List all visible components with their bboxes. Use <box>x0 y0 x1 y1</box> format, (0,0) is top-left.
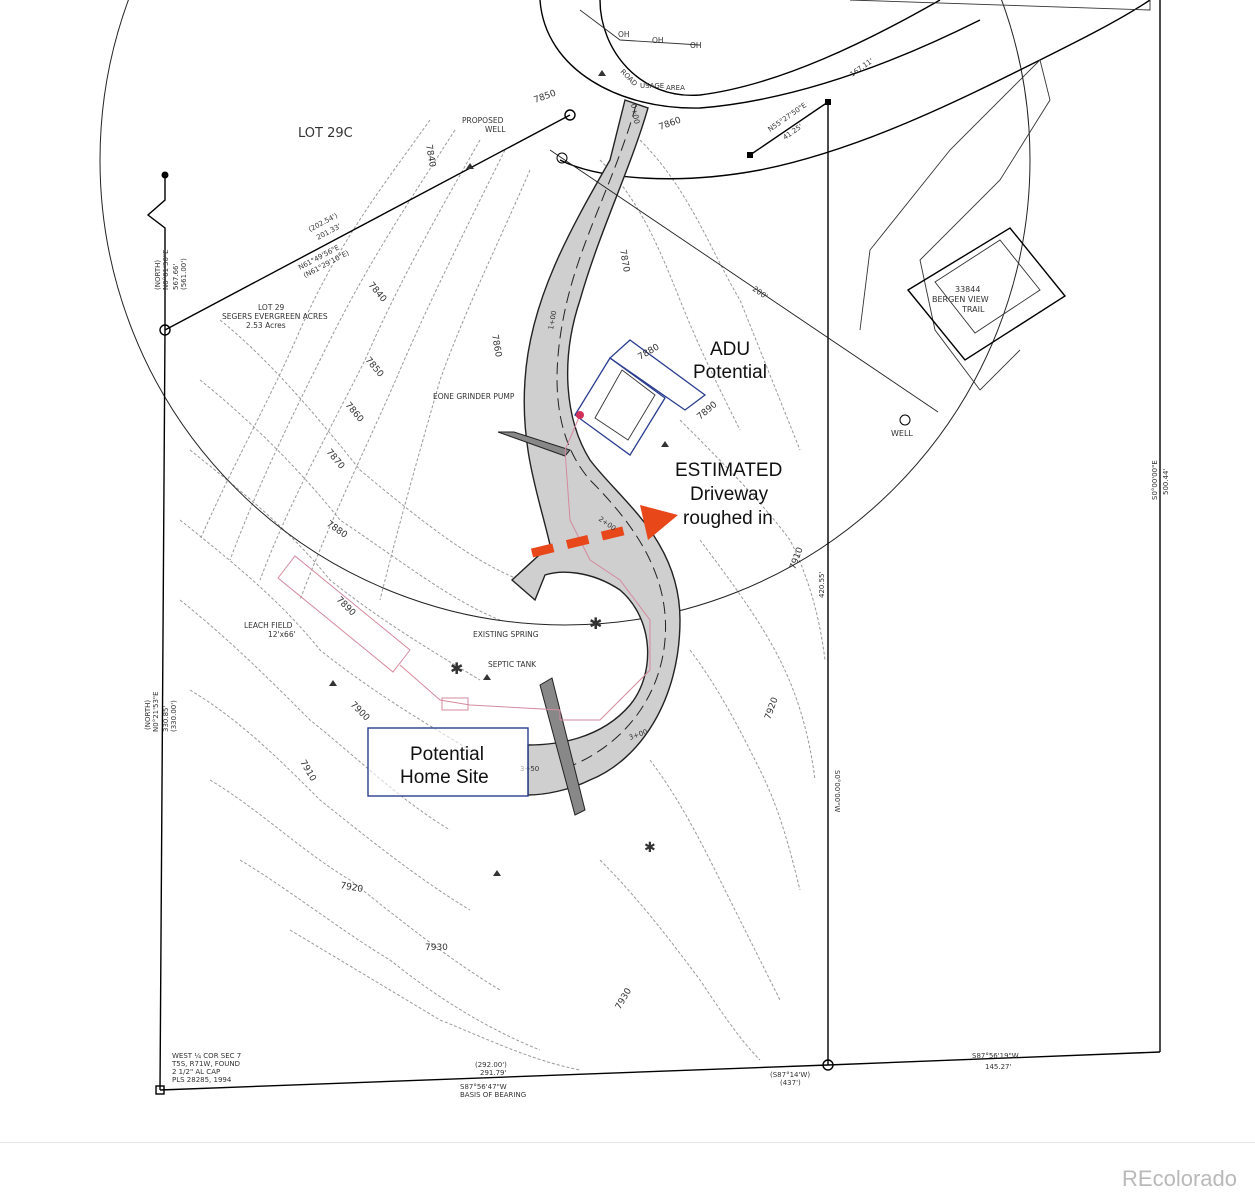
shrub-icon: ✱ <box>450 659 463 678</box>
svg-text:7930: 7930 <box>614 986 634 1011</box>
svg-text:145.27': 145.27' <box>985 1063 1011 1071</box>
driveway <box>497 99 681 816</box>
watermark: REcolorado <box>1122 1166 1237 1191</box>
adu-callout: ADU <box>710 339 750 360</box>
svg-text:7880: 7880 <box>637 342 662 362</box>
address-label: TRAIL <box>961 305 985 314</box>
road <box>539 0 1151 391</box>
proposed-well-label: PROPOSED <box>462 116 504 125</box>
estimated-driveway-marker <box>530 505 678 558</box>
estimated-callout: ESTIMATED <box>675 460 782 481</box>
septic-tank-label: SEPTIC TANK <box>488 660 537 669</box>
svg-text:WEST ¼ COR SEC 7: WEST ¼ COR SEC 7 <box>172 1052 241 1060</box>
svg-text:420.55': 420.55' <box>818 572 826 598</box>
svg-text:2 1/2" AL CAP: 2 1/2" AL CAP <box>172 1068 220 1076</box>
svg-text:7890: 7890 <box>696 400 720 423</box>
svg-text:N0°21'53"E: N0°21'53"E <box>152 691 160 732</box>
contour-lines <box>179 119 826 1071</box>
proposed-well-icon <box>556 152 568 164</box>
svg-text:(NORTH): (NORTH) <box>144 700 152 730</box>
svg-text:7880: 7880 <box>324 519 349 540</box>
station-label: 0+00 <box>629 103 641 125</box>
estimated-callout: roughed in <box>683 508 773 529</box>
station-label: 1+00 <box>547 310 558 330</box>
septic-system <box>277 411 651 721</box>
proposed-well-label: WELL <box>485 125 506 134</box>
svg-text:7920: 7920 <box>763 696 780 721</box>
well-line <box>549 149 939 413</box>
svg-text:7930: 7930 <box>425 943 448 953</box>
road-usage-label: USAGE <box>640 82 664 90</box>
svg-text:7860: 7860 <box>658 115 683 132</box>
well-setback-circle <box>99 0 1031 626</box>
acres-label: 2.53 Acres <box>246 321 286 330</box>
leach-field-label: LEACH FIELD <box>244 621 293 630</box>
subdivision-label: SEGERS EVERGREEN ACRES <box>222 312 328 321</box>
svg-text:330.85': 330.85' <box>162 706 170 732</box>
svg-text:7900: 7900 <box>348 700 371 723</box>
footer-band <box>0 1142 1255 1200</box>
svg-text:(S87°14'W): (S87°14'W) <box>770 1071 810 1079</box>
svg-text:PLS 28285, 1994: PLS 28285, 1994 <box>172 1076 232 1084</box>
svg-text:S87°56'19"W: S87°56'19"W <box>972 1052 1019 1060</box>
home-site-box <box>367 727 529 797</box>
svg-text:(437'): (437') <box>780 1079 801 1087</box>
oh-label: OH <box>618 30 630 39</box>
home-site-callout: Home Site <box>400 767 489 788</box>
svg-text:7860: 7860 <box>343 401 366 425</box>
road-usage-label: ROAD <box>619 68 639 88</box>
eone-pump-label: EONE GRINDER PUMP <box>433 392 515 401</box>
svg-text:7910: 7910 <box>297 759 317 784</box>
svg-text:7840: 7840 <box>366 281 389 305</box>
shrub-icon: ✱ <box>644 840 656 856</box>
svg-text:7870: 7870 <box>324 448 347 472</box>
radius-label: 200' <box>751 284 770 301</box>
home-site-callout: Potential <box>410 744 484 765</box>
svg-text:S87°56'47"W: S87°56'47"W <box>460 1083 507 1091</box>
address-label: BERGEN VIEW <box>932 295 989 304</box>
svg-text:7920: 7920 <box>339 881 364 895</box>
neighbor-house <box>906 227 1067 361</box>
lot-29-label: LOT 29 <box>258 303 285 312</box>
address-label: 33844 <box>955 285 980 294</box>
shrub-icon: ✱ <box>589 614 602 633</box>
road-usage-label: AREA <box>666 84 685 92</box>
adu-footprint <box>574 339 707 456</box>
property-boundary <box>146 0 1161 1095</box>
svg-text:7870: 7870 <box>617 249 631 274</box>
svg-text:(561.00'): (561.00') <box>180 258 188 290</box>
svg-text:7910: 7910 <box>788 546 805 571</box>
svg-text:7860: 7860 <box>489 334 503 359</box>
oh-label: OH <box>652 36 664 45</box>
estimated-callout: Driveway <box>690 484 769 505</box>
svg-text:(NORTH): (NORTH) <box>154 260 162 290</box>
lot-29c-label: LOT 29C <box>298 126 353 141</box>
svg-text:567.66': 567.66' <box>172 264 180 290</box>
svg-text:7850: 7850 <box>363 356 386 380</box>
svg-text:(330.00'): (330.00') <box>170 700 178 732</box>
station-label: 3+50 <box>520 765 539 773</box>
svg-text:N0°01'30"E: N0°01'30"E <box>162 249 170 290</box>
leach-field-size: 12'x66' <box>268 630 296 639</box>
svg-text:(292.00'): (292.00') <box>475 1061 507 1069</box>
svg-text:T5S, R71W, FOUND: T5S, R71W, FOUND <box>171 1060 240 1068</box>
svg-text:500.44': 500.44' <box>1162 469 1170 495</box>
svg-text:S0°00'00"W: S0°00'00"W <box>833 770 841 812</box>
svg-text:7850: 7850 <box>533 88 558 105</box>
svg-text:7840: 7840 <box>423 144 437 169</box>
svg-text:S0°00'00"E: S0°00'00"E <box>1151 460 1159 500</box>
svg-text:BASIS OF BEARING: BASIS OF BEARING <box>460 1091 526 1099</box>
oh-label: OH <box>690 41 702 50</box>
existing-spring-label: EXISTING SPRING <box>473 630 539 639</box>
existing-well-icon <box>899 414 911 426</box>
svg-text:291.79': 291.79' <box>480 1069 506 1077</box>
adu-callout: Potential <box>693 362 767 383</box>
well-label: WELL <box>891 429 913 438</box>
tree-markers <box>329 70 669 876</box>
